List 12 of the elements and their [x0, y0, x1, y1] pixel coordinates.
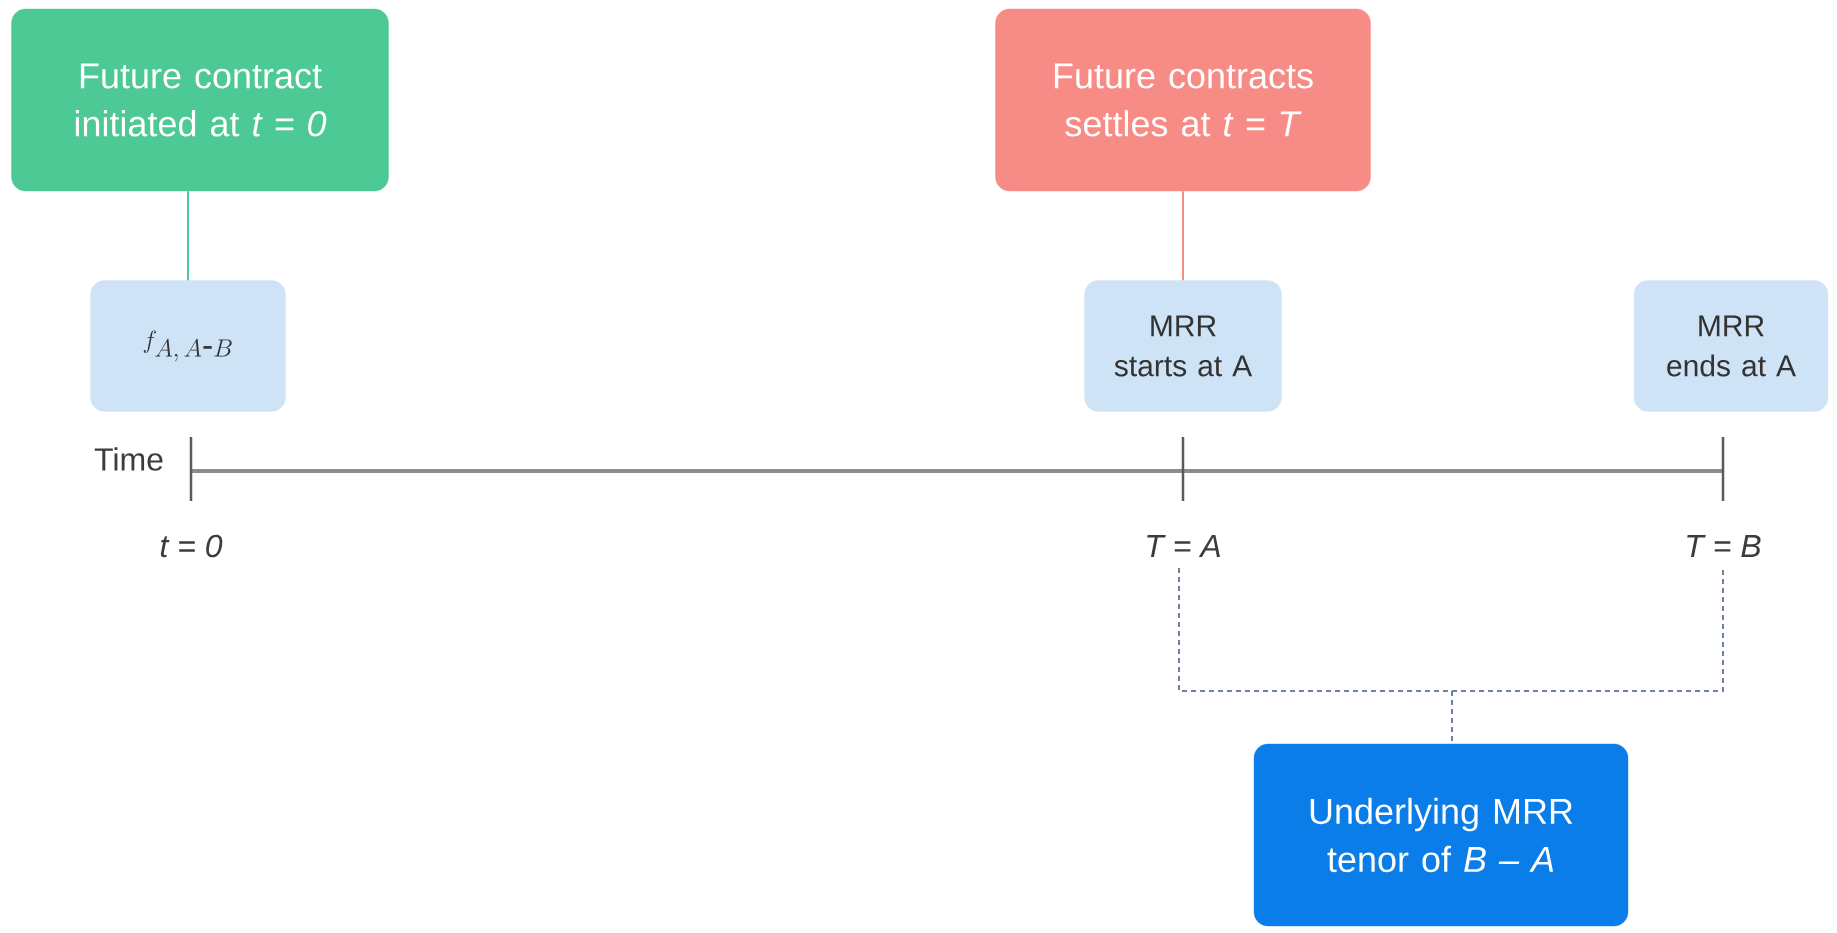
- tick-label: T = B: [1687, 535, 1761, 557]
- connector-line: [187, 190, 189, 282]
- axis-label: Time: [94, 447, 163, 471]
- event-box: MRR starts at A: [1084, 280, 1282, 412]
- event-box: $f_{A,\,A\mbox{-}B}$: [90, 280, 286, 412]
- callout-box: Future contracts settles at t = T: [995, 8, 1371, 192]
- tick-label: T = A: [1147, 535, 1220, 557]
- tick-label: t = 0: [160, 534, 223, 558]
- connector-line: [1182, 190, 1184, 282]
- event-box: MRR ends at A: [1633, 280, 1829, 412]
- callout-box: Underlying MRR tenor of B – A: [1253, 743, 1629, 927]
- callout-box: Future contract initiated at t = 0: [11, 8, 389, 192]
